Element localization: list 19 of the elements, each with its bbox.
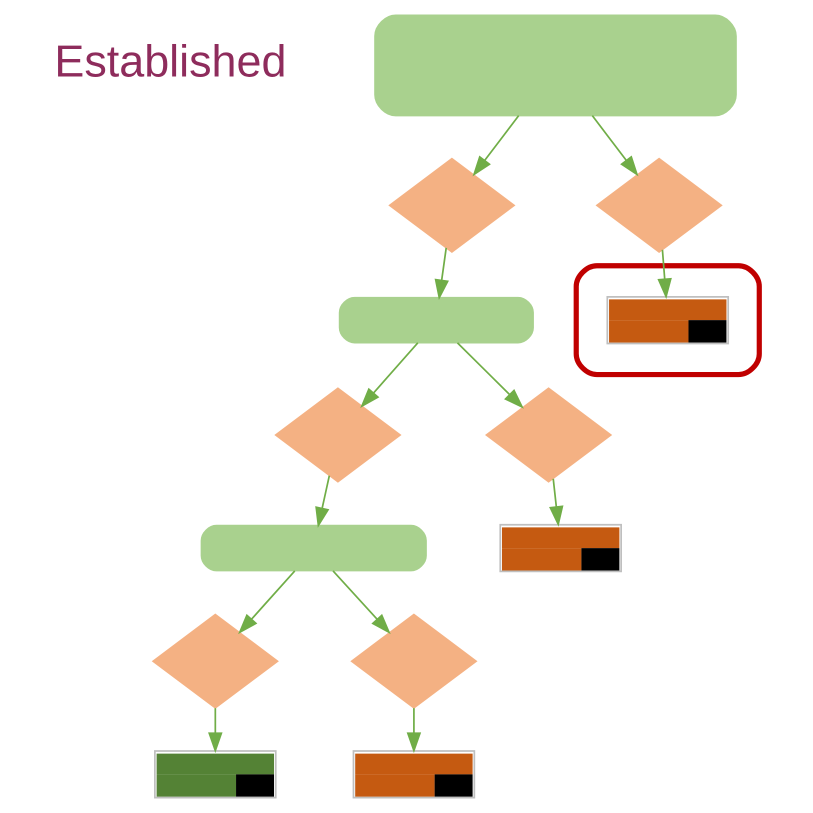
arrow [656, 250, 672, 300]
node-box [374, 14, 736, 116]
arrow [332, 570, 390, 634]
arrow [548, 478, 563, 527]
node-diamond [595, 158, 722, 254]
arrow [406, 708, 421, 754]
node-box [338, 296, 534, 344]
arrow [360, 342, 418, 408]
node-box [200, 524, 426, 572]
arrow [591, 115, 638, 176]
arrow [434, 248, 448, 300]
arrow [238, 570, 295, 634]
label: Established [54, 35, 286, 86]
arrow [208, 708, 222, 754]
cluster [573, 263, 762, 378]
node-diamond [388, 158, 515, 254]
arrow [456, 342, 524, 409]
arrow [314, 476, 330, 528]
arrow [472, 115, 519, 176]
